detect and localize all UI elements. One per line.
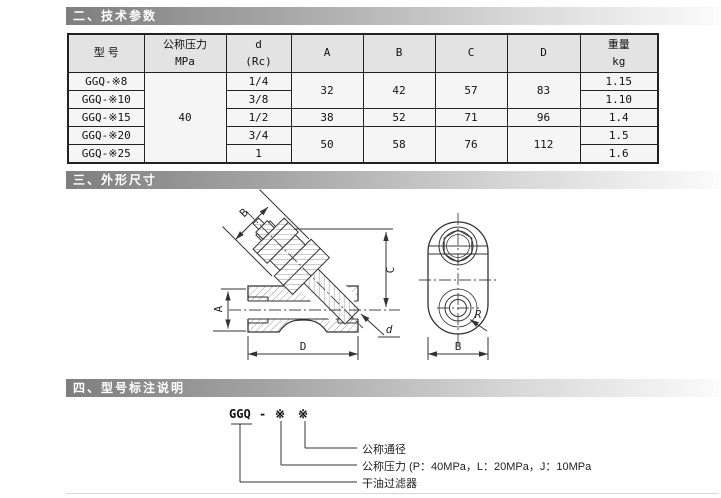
cell-C: 57 (434, 72, 508, 109)
dim-label-R: R (475, 308, 482, 321)
front-view: A B C D d (212, 189, 400, 360)
cell-D: 112 (506, 126, 581, 163)
model-code: GGQ (229, 407, 251, 421)
cell-rc: 1 (225, 144, 292, 163)
leader-d (360, 313, 400, 338)
col-header-model: 型 号 (67, 33, 145, 73)
dim-label-D: D (300, 340, 307, 353)
callout-nominal-pressure: 公称压力 (P：40MPa，L：20MPa，J：10MPa (362, 461, 592, 473)
section-header-dimensions: 三、外形尺寸 (66, 171, 719, 189)
cell-C: 76 (434, 126, 508, 163)
model-separator: - (259, 407, 267, 421)
section-header-tech-params: 二、技术参数 (66, 7, 719, 25)
pressure-mark: ※ (275, 407, 286, 421)
col-header-C: C (434, 33, 508, 73)
size-mark: ※ (298, 407, 309, 421)
section-header-model-key: 四、型号标注说明 (66, 379, 719, 397)
cell-weight: 1.6 (579, 144, 659, 163)
dim-label-d: d (386, 323, 393, 336)
col-header-B: B (362, 33, 436, 73)
table-row: GGQ-※10 3/8 1.10 (67, 90, 659, 109)
cell-pressure: 40 (143, 72, 227, 163)
model-key-lines (231, 421, 357, 483)
page-bottom-rule (66, 493, 719, 494)
dim-label-B-side: B (455, 340, 462, 353)
cell-rc: 3/8 (225, 90, 292, 109)
cell-B: 42 (362, 72, 436, 109)
cell-weight: 1.4 (579, 108, 659, 127)
side-centerlines (419, 213, 497, 347)
cell-A: 50 (290, 126, 364, 163)
dim-label-C: C (384, 267, 397, 274)
cell-model: GGQ-※25 (67, 144, 145, 163)
dim-C (294, 228, 393, 307)
cell-rc: 3/4 (225, 126, 292, 145)
table-row: GGQ-※8 40 1/4 32 42 57 83 1.15 (67, 72, 659, 163)
dim-label-A: A (212, 305, 225, 312)
cell-D: 83 (506, 72, 581, 109)
leader-R (469, 319, 488, 332)
dim-D (247, 336, 359, 360)
table-row: GGQ-※25 1 1.6 (67, 144, 659, 163)
dim-B-side (427, 337, 489, 360)
table-row: GGQ-※20 3/4 50 58 76 112 1.5 (67, 126, 659, 163)
callout-product-name: 干油过滤器 (362, 478, 417, 490)
cell-model: GGQ-※10 (67, 90, 145, 109)
dim-A (213, 288, 246, 332)
side-view: B R (419, 213, 497, 360)
cell-weight: 1.10 (579, 90, 659, 109)
cell-model: GGQ-※8 (67, 72, 145, 91)
dim-B (222, 189, 310, 277)
callout-nominal-bore: 公称通径 (362, 444, 406, 456)
dim-label-B: B (237, 206, 251, 220)
cell-B: 58 (362, 126, 436, 163)
